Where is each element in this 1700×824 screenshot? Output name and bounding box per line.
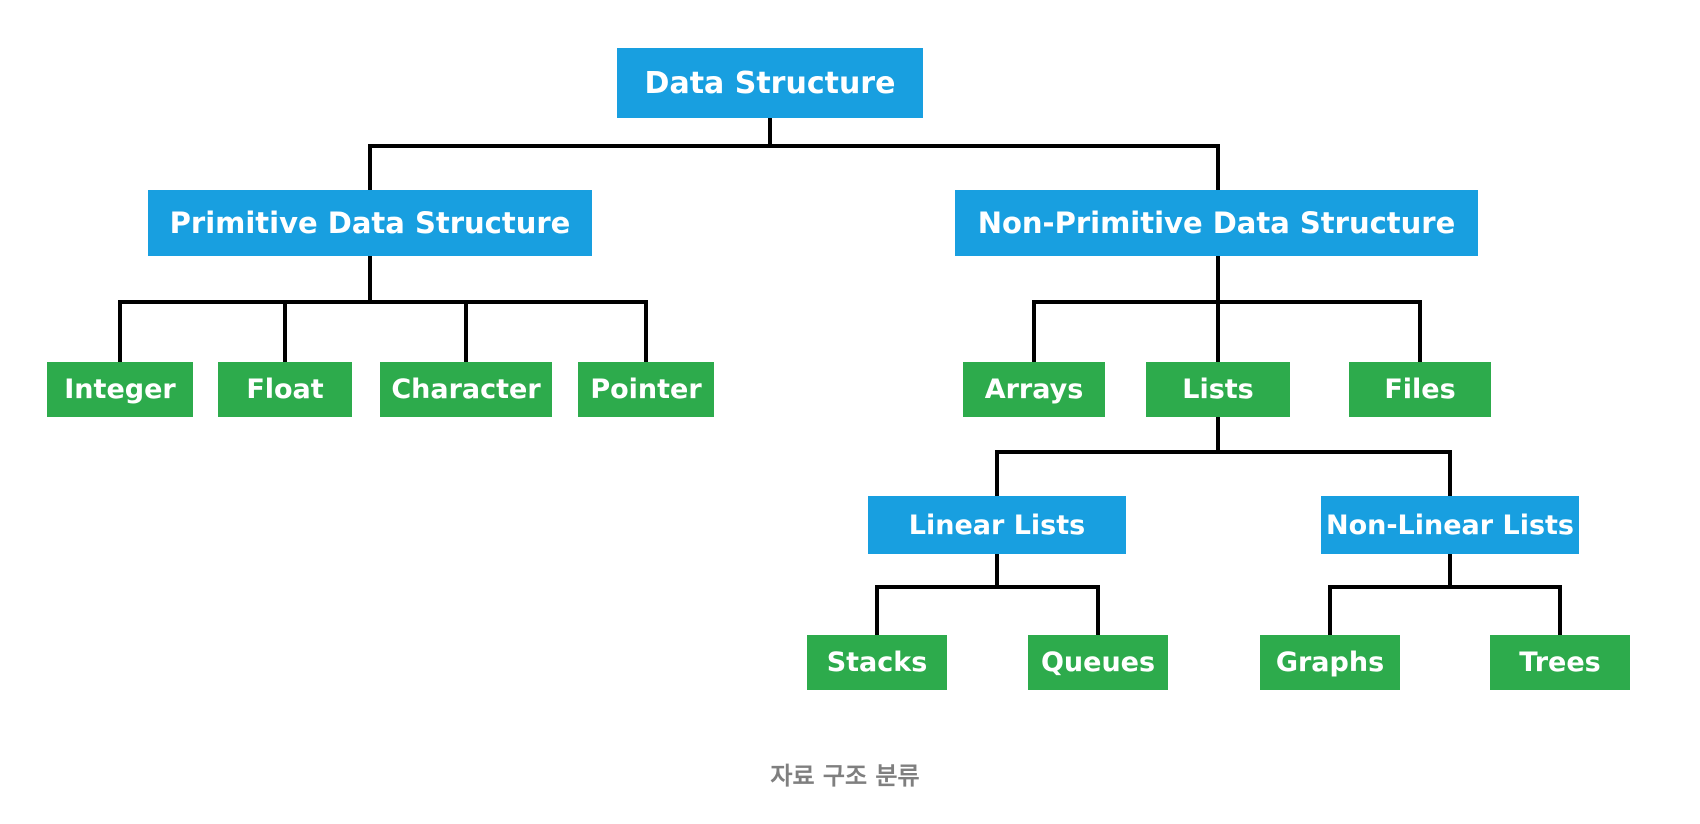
node-float: Float (218, 362, 352, 417)
node-queues: Queues (1028, 635, 1168, 690)
node-arrays: Arrays (963, 362, 1105, 417)
connector-linear-stem (995, 554, 999, 589)
connector-drop-non-linear-lists (1448, 450, 1452, 496)
node-pointer: Pointer (578, 362, 714, 417)
connector-drop-integer (118, 300, 122, 362)
node-files: Files (1349, 362, 1491, 417)
connector-primitive-stem (368, 256, 372, 304)
connector-non-primitive-bus (1032, 300, 1422, 304)
connector-lists-bus (995, 450, 1452, 454)
node-primitive-data-structure: Primitive Data Structure (148, 190, 592, 256)
node-non-linear-lists: Non-Linear Lists (1321, 496, 1579, 554)
diagram-caption: 자료 구조 분류 (770, 762, 920, 790)
node-integer: Integer (47, 362, 193, 417)
connector-non-linear-bus (1328, 585, 1562, 589)
connector-primitive-bus (118, 300, 648, 304)
connector-drop-queues (1096, 585, 1100, 635)
node-character: Character (380, 362, 552, 417)
connector-drop-linear-lists (995, 450, 999, 496)
connector-drop-float (283, 300, 287, 362)
node-linear-lists: Linear Lists (868, 496, 1126, 554)
connector-root-bus (368, 144, 1220, 148)
connector-drop-pointer (644, 300, 648, 362)
connector-root-stem (768, 118, 772, 148)
node-non-primitive-data-structure: Non-Primitive Data Structure (955, 190, 1478, 256)
connector-drop-lists (1216, 300, 1220, 362)
node-trees: Trees (1490, 635, 1630, 690)
connector-drop-stacks (875, 585, 879, 635)
connector-drop-arrays (1032, 300, 1036, 362)
connector-drop-non-primitive (1216, 144, 1220, 190)
connector-drop-files (1418, 300, 1422, 362)
connector-non-primitive-stem (1216, 256, 1220, 304)
connector-drop-character (464, 300, 468, 362)
node-graphs: Graphs (1260, 635, 1400, 690)
connector-non-linear-stem (1448, 554, 1452, 589)
connector-linear-bus (875, 585, 1100, 589)
connector-drop-graphs (1328, 585, 1332, 635)
connector-drop-trees (1558, 585, 1562, 635)
connector-drop-primitive (368, 144, 372, 190)
node-data-structure: Data Structure (617, 48, 923, 118)
node-stacks: Stacks (807, 635, 947, 690)
connector-lists-stem (1216, 417, 1220, 454)
node-lists: Lists (1146, 362, 1290, 417)
